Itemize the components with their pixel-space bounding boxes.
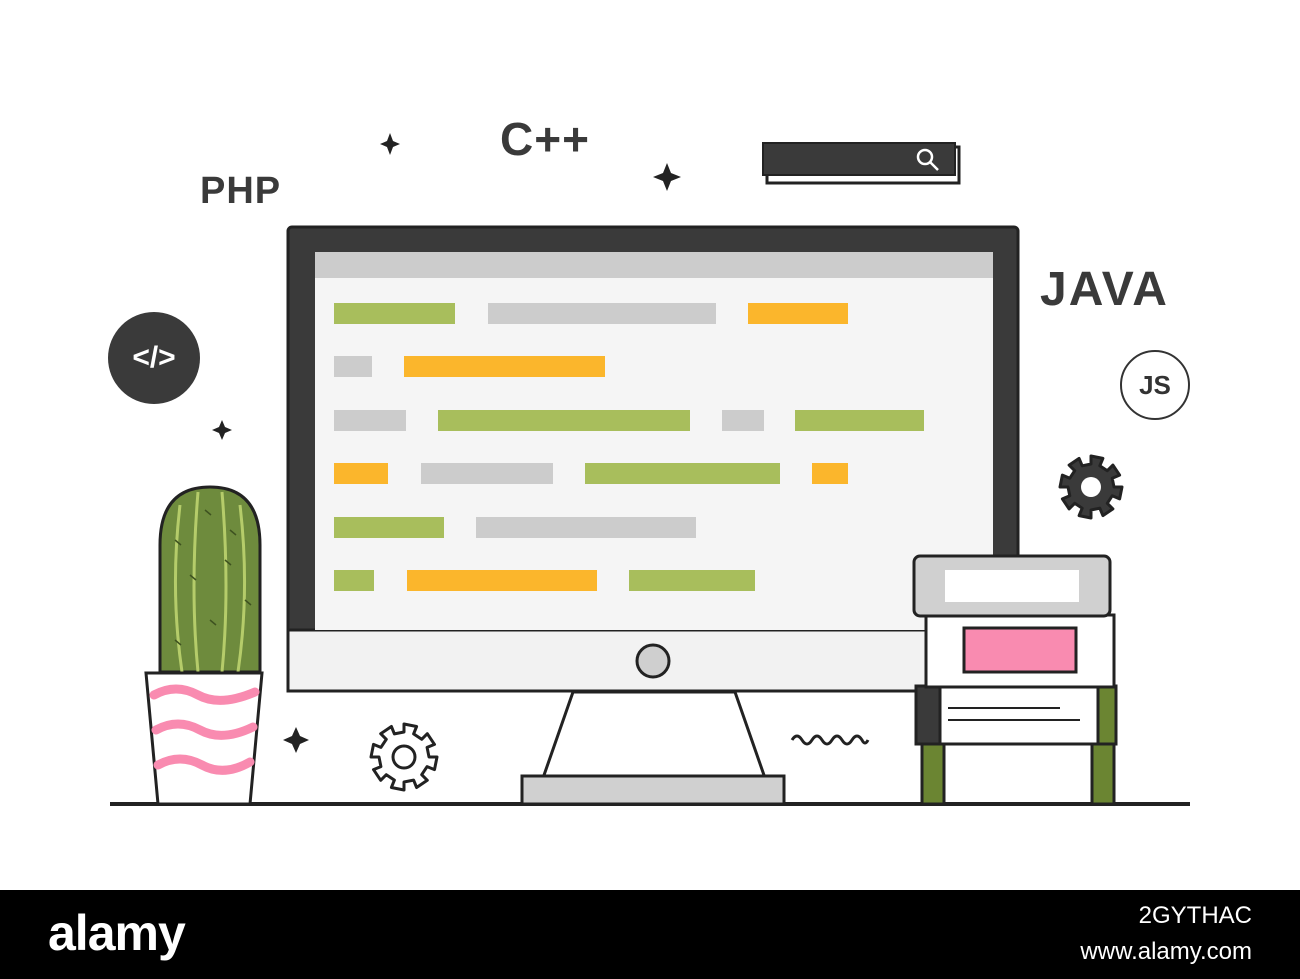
code-segment xyxy=(438,410,690,431)
code-segment xyxy=(334,517,444,538)
footer-url: www.alamy.com xyxy=(1080,938,1252,965)
book-top-label xyxy=(945,570,1079,602)
code-segment xyxy=(722,410,764,431)
gear-icon xyxy=(1058,454,1124,520)
js-badge-label: JS xyxy=(1139,369,1171,400)
java-label: JAVA xyxy=(1040,263,1169,316)
book-stack xyxy=(912,554,1118,806)
monitor xyxy=(286,225,1020,806)
code-segment xyxy=(334,410,406,431)
search-icon xyxy=(916,148,939,171)
cactus-plant xyxy=(144,485,264,806)
code-segment xyxy=(334,570,374,591)
code-segment xyxy=(407,570,597,591)
book-label xyxy=(962,626,1078,674)
squiggle-decoration xyxy=(790,734,870,746)
book-leg xyxy=(920,740,946,806)
code-segment xyxy=(404,356,605,377)
power-button xyxy=(635,643,671,679)
alamy-logo: alamy xyxy=(48,905,186,961)
sparkle-icon xyxy=(380,133,400,155)
code-icon: </> xyxy=(132,341,176,374)
code-segment xyxy=(421,463,553,484)
book-bottom xyxy=(914,684,1118,746)
code-segment xyxy=(334,463,388,484)
cpp-label: C++ xyxy=(500,113,590,165)
code-segment xyxy=(585,463,780,484)
code-segment xyxy=(748,303,848,324)
code-segment xyxy=(488,303,716,324)
watermark-footer: alamy 2GYTHAC www.alamy.com xyxy=(0,890,1300,979)
sparkle-icon xyxy=(653,163,681,191)
code-segment xyxy=(812,463,848,484)
monitor-neck xyxy=(540,690,768,780)
gear-icon xyxy=(369,722,439,792)
code-segment xyxy=(334,356,372,377)
illustration-scene: PHP C++ JAVA </> JS xyxy=(108,113,1190,806)
sparkle-icon xyxy=(212,420,232,440)
php-label: PHP xyxy=(200,170,282,212)
code-segment xyxy=(629,570,755,591)
js-badge: JS xyxy=(1120,350,1190,420)
image-id: 2GYTHAC xyxy=(1138,902,1252,929)
code-badge: </> xyxy=(108,312,200,404)
code-segment xyxy=(795,410,924,431)
sparkle-icon xyxy=(283,727,309,753)
monitor-base xyxy=(520,774,786,806)
search-bar[interactable] xyxy=(762,142,961,185)
book-leg xyxy=(1090,740,1116,806)
code-segment xyxy=(476,517,696,538)
screen-title-bar xyxy=(315,252,993,278)
code-lines xyxy=(334,303,924,591)
code-segment xyxy=(334,303,455,324)
illustration-svg xyxy=(110,133,1190,806)
